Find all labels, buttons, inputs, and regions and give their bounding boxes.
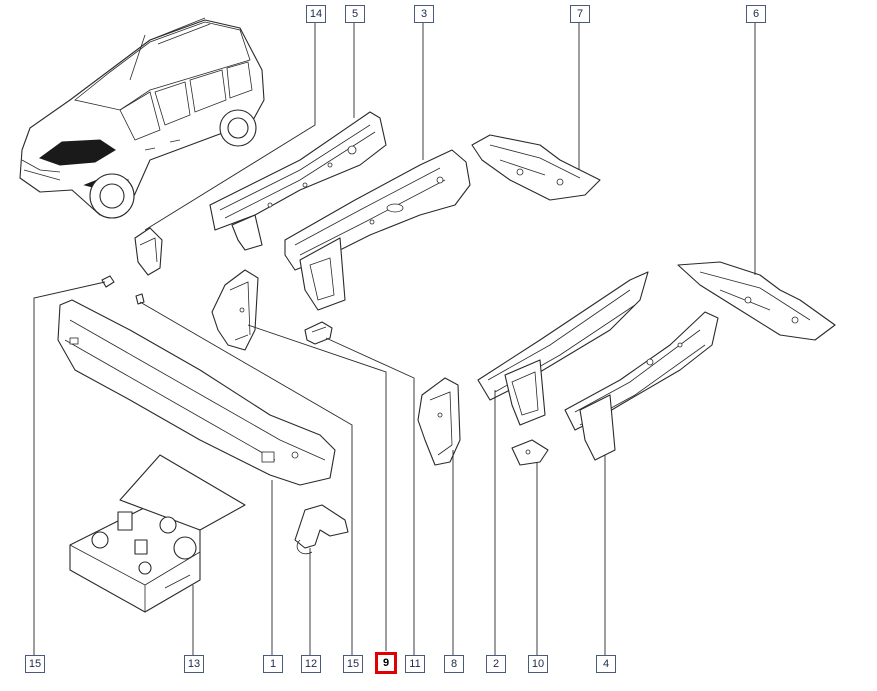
callout-9-selected[interactable]: 9: [375, 652, 397, 674]
callout-15-right[interactable]: 15: [343, 655, 363, 673]
callout-3[interactable]: 3: [414, 5, 434, 23]
callout-8[interactable]: 8: [444, 655, 464, 673]
part-6-bracket[interactable]: [677, 261, 836, 341]
part-9-bracket[interactable]: [211, 269, 259, 351]
callout-12[interactable]: 12: [301, 655, 321, 673]
callout-1[interactable]: 1: [263, 655, 283, 673]
callout-6[interactable]: 6: [746, 5, 766, 23]
leader-lines: [33, 22, 756, 655]
part-13-parts-box[interactable]: [69, 454, 246, 613]
part-12-tow-hook[interactable]: [294, 504, 349, 555]
part-5-upper-rail[interactable]: [209, 111, 387, 251]
part-4-side-member[interactable]: [564, 311, 719, 461]
callout-14[interactable]: 14: [306, 5, 326, 23]
callout-10[interactable]: 10: [528, 655, 548, 673]
callout-4[interactable]: 4: [596, 655, 616, 673]
part-3-side-member[interactable]: [284, 149, 471, 311]
part-10-bracket[interactable]: [511, 439, 549, 466]
part-7-bracket[interactable]: [471, 134, 601, 201]
callout-11[interactable]: 11: [405, 655, 425, 673]
part-1-cross-member[interactable]: [57, 299, 336, 486]
callout-13[interactable]: 13: [184, 655, 204, 673]
part-14-bracket[interactable]: [134, 227, 163, 276]
callout-15-left[interactable]: 15: [25, 655, 45, 673]
part-11-clip[interactable]: [304, 321, 333, 345]
callout-7[interactable]: 7: [570, 5, 590, 23]
part-2-side-member[interactable]: [477, 271, 649, 426]
vehicle-illustration: [19, 17, 265, 219]
callout-2[interactable]: 2: [486, 655, 506, 673]
bolt-15[interactable]: [101, 275, 145, 305]
part-8-bracket[interactable]: [417, 377, 461, 466]
callout-5[interactable]: 5: [345, 5, 365, 23]
